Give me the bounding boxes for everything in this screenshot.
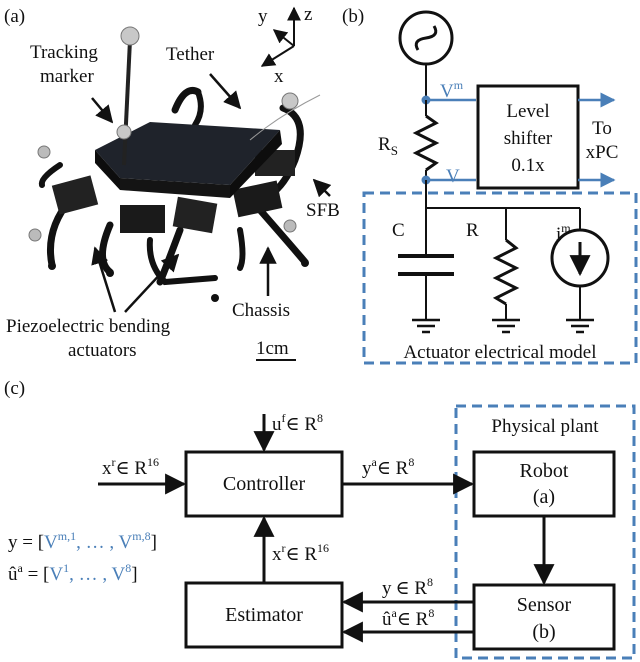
resistor-r <box>492 238 520 306</box>
coordinate-axes: z y x <box>258 4 312 87</box>
panel-c-tag: (c) <box>4 378 25 399</box>
panel-a: (a) <box>4 4 340 361</box>
level-shifter-box <box>476 84 580 190</box>
tracking-marker-label-line1: Tracking <box>30 42 98 63</box>
r-label: R <box>466 220 479 241</box>
axis-x-label: x <box>274 66 284 87</box>
ground-icon <box>566 318 594 334</box>
tether-label: Tether <box>166 44 215 65</box>
v-label: V <box>446 166 460 187</box>
controller-label: Controller <box>223 473 306 495</box>
level-shifter-line3: 0.1x <box>511 155 545 176</box>
uf-label: uf∈ R8 <box>272 411 323 435</box>
sensor-ref: (b) <box>532 621 555 643</box>
controller-block <box>184 450 344 518</box>
robot-illustration <box>28 26 321 302</box>
y-signal-label: y∈ R8 <box>382 575 433 599</box>
piezo-label-line1: Piezoelectric bending <box>6 316 171 337</box>
panel-c: (c) Physical plant Controller Estimator … <box>4 378 636 660</box>
sensor-label: Sensor <box>517 594 572 616</box>
axis-y-label: y <box>258 6 268 27</box>
scale-bar-label: 1cm <box>256 338 289 359</box>
physical-plant-box <box>454 404 636 660</box>
c-label: C <box>392 220 405 241</box>
xr-input-label: xr∈ R16 <box>102 455 159 479</box>
level-shifter-line1: Level <box>506 101 549 122</box>
xpc-label: xPC <box>586 142 619 163</box>
actuator-model-box <box>362 191 638 365</box>
robot-label: Robot <box>520 460 569 482</box>
tracking-marker-label-line2: marker <box>40 66 94 87</box>
equation-y: y = [Vm,1, … , Vm,8] <box>8 529 157 553</box>
estimator-block <box>184 581 344 649</box>
robot-ref: (a) <box>533 486 555 508</box>
ground-icon <box>492 318 520 334</box>
sfb-label: SFB <box>306 200 340 221</box>
ground-icon <box>412 318 440 334</box>
panel-a-tag: (a) <box>4 6 25 27</box>
to-label: To <box>592 118 612 139</box>
panel-b-tag: (b) <box>342 6 364 27</box>
axis-z-label: z <box>304 4 312 25</box>
chassis-label: Chassis <box>232 300 290 321</box>
im-label: im <box>556 221 571 245</box>
equation-u: ûa = [V1, … , V8] <box>8 561 138 585</box>
ya-label: ya∈ R8 <box>362 455 414 479</box>
vm-label: Vm <box>440 78 464 102</box>
physical-plant-title: Physical plant <box>491 416 599 437</box>
sensor-block <box>472 583 616 651</box>
actuator-model-caption: Actuator electrical model <box>403 342 596 363</box>
panel-b: (b) Vm RS V Level shifter 0.1x To xPC <box>342 6 638 365</box>
rs-label: RS <box>378 134 398 158</box>
estimator-label: Estimator <box>225 604 303 626</box>
piezo-label-line2: actuators <box>68 340 137 361</box>
level-shifter-line2: shifter <box>504 128 553 149</box>
xr-estimate-label: xr∈ R16 <box>272 541 329 565</box>
ua-signal-label: ûa∈ R8 <box>382 606 434 630</box>
